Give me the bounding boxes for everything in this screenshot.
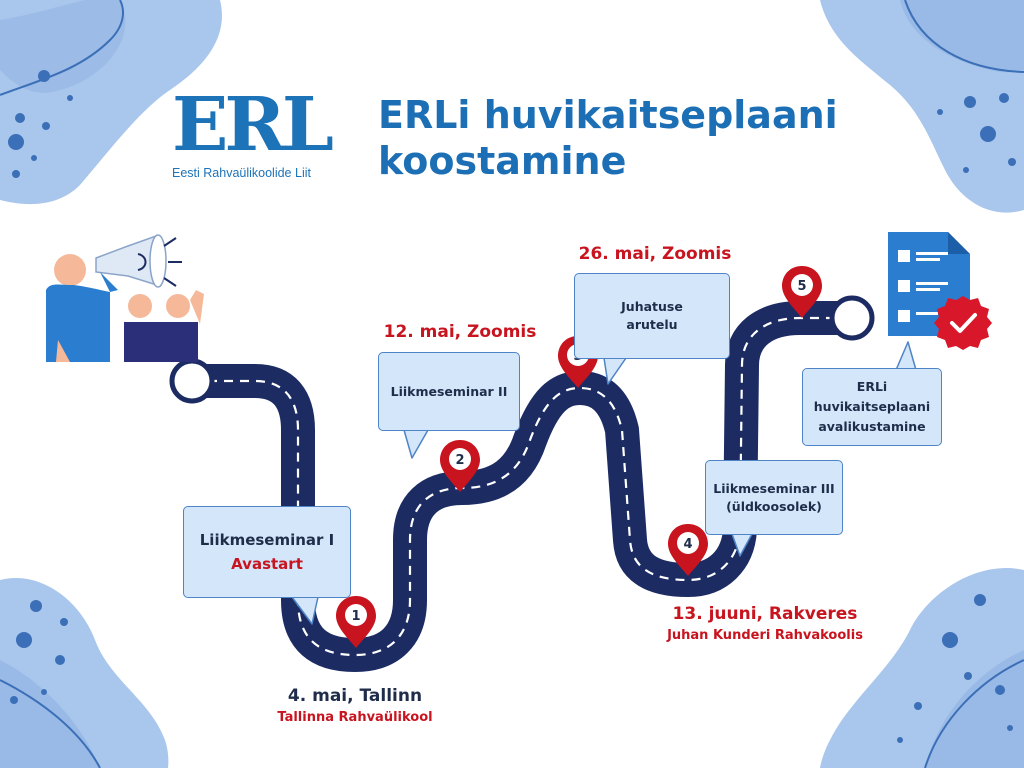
bubble-step-5-line-1: ERLi	[856, 379, 888, 394]
pin-number-2: 2	[455, 453, 464, 468]
bubble-step-5-line-2: huvikaitseplaani	[813, 399, 931, 414]
pin-number-5: 5	[797, 279, 806, 294]
date-label-step-3: 26. mai, Zoomis	[555, 244, 755, 264]
place-step-4: Juhan Kunderi Rahvakoolis	[667, 628, 863, 643]
bubble-step-4-line-2: (üldkoosolek)	[726, 498, 822, 514]
title-line-1: ERLi huvikaitseplaani	[378, 93, 838, 137]
checkmark-badge-icon	[934, 296, 992, 350]
bubble-step-3-line-2: arutelu	[626, 317, 678, 332]
bubble-step-2: Liikmeseminar II	[378, 352, 520, 431]
bubble-step-1-subtitle: Avastart	[231, 555, 303, 573]
page-title: ERLi huvikaitseplaani koostamine	[378, 92, 838, 184]
date-label-step-2: 12. mai, Zoomis	[360, 322, 560, 342]
bubble-step-1-title: Liikmeseminar I	[199, 531, 335, 549]
date-step-1: 4. mai, Tallinn	[287, 686, 423, 706]
date-step-3: 26. mai, Zoomis	[578, 244, 732, 264]
bubble-step-2-title: Liikmeseminar II	[390, 384, 508, 399]
erl-logo: ERL Eesti Rahvaülikoolide Liit	[172, 82, 334, 180]
location-pin-icon: 1	[336, 596, 376, 648]
megaphone-icon	[95, 234, 182, 292]
date-step-2: 12. mai, Zoomis	[383, 322, 537, 342]
road-start	[169, 358, 215, 404]
location-pin-icon: 4	[668, 524, 708, 576]
pin-number-4: 4	[683, 537, 692, 552]
bubble-step-3-line-1: Juhatuse	[621, 299, 683, 314]
bubble-step-1: Liikmeseminar I Avastart	[183, 506, 351, 598]
title-line-2: koostamine	[378, 139, 627, 183]
logo-subtitle: Eesti Rahvaülikoolide Liit	[172, 166, 311, 180]
place-step-1: Tallinna Rahvaülikool	[277, 710, 433, 725]
bubble-step-5-line-3: avalikustamine	[818, 419, 926, 434]
pin-number-1: 1	[351, 609, 360, 624]
logo-mark: ERL	[172, 82, 334, 168]
road-end	[829, 295, 875, 341]
bubble-step-4: Liikmeseminar III (üldkoosolek)	[705, 460, 843, 535]
location-pin-icon: 2	[440, 440, 480, 492]
date-label-step-4: 13. juuni, Rakveres Juhan Kunderi Rahvak…	[640, 604, 890, 643]
bubble-step-3: Juhatuse arutelu	[574, 273, 730, 359]
date-step-4: 13. juuni, Rakveres	[672, 604, 858, 624]
location-pin-icon: 5	[782, 266, 822, 318]
bubble-step-5: ERLi huvikaitseplaani avalikustamine	[802, 368, 942, 446]
date-label-step-1: 4. mai, Tallinn Tallinna Rahvaülikool	[250, 686, 460, 725]
bubble-step-4-line-1: Liikmeseminar III	[713, 480, 835, 496]
people-icon	[46, 254, 204, 362]
